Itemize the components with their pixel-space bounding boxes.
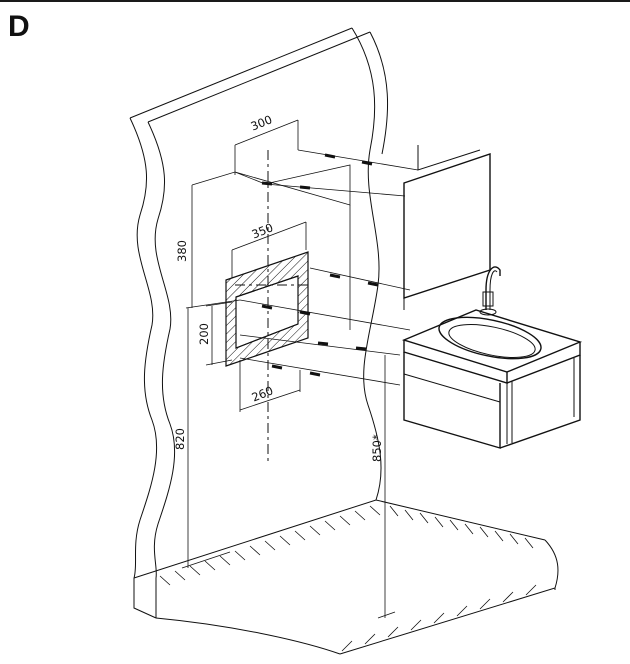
panel-letter: D	[8, 10, 30, 43]
dimension-350-label: 350	[250, 220, 276, 241]
dimension-260-label: 260	[250, 383, 276, 404]
sink-unit	[401, 309, 583, 449]
dimension-820: 820	[173, 308, 231, 569]
screw-markers	[261, 153, 379, 377]
dimension-820-label: 820	[173, 428, 187, 450]
dimension-380-label: 380	[175, 240, 189, 262]
dimension-850: 850*	[370, 355, 396, 619]
dimension-300-label: 300	[249, 112, 275, 133]
top-rule	[0, 0, 630, 2]
dimension-200-label: 200	[197, 323, 211, 345]
floor	[133, 499, 559, 655]
faucet	[479, 266, 501, 316]
dimension-850-label: 850*	[370, 434, 384, 462]
dimension-350: 350	[231, 220, 307, 278]
mounting-frame	[225, 251, 309, 367]
dimension-200: 200	[197, 301, 233, 366]
dimension-260: 260	[239, 360, 301, 412]
dimension-300: 300	[234, 112, 299, 175]
